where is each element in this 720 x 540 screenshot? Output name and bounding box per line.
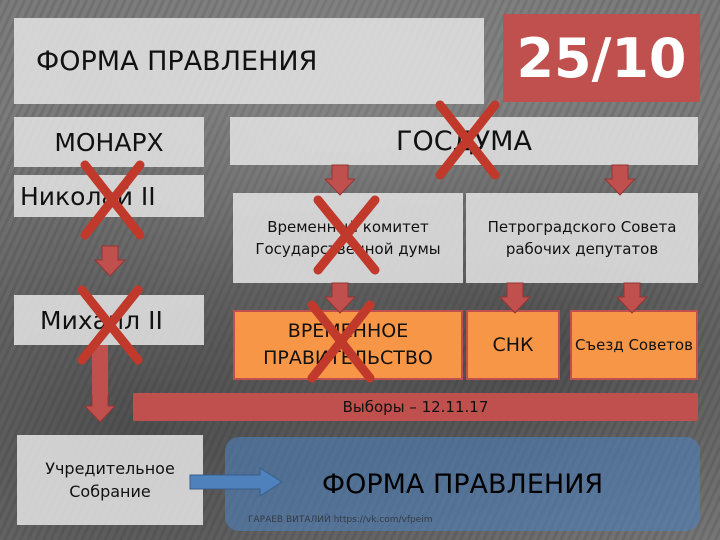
snk-label: СНК [492,334,534,356]
snk-box: СНК [466,310,560,380]
date-text: 25/10 [516,26,687,90]
watermark: ГАРАЕВ ВИТАЛИЙ https://vk.com/vfpeim [248,515,433,525]
duma-box: ГОСДУМА [230,117,698,165]
temp-committee-label: Временный комитет Государственной думы [255,217,441,259]
provisional-government-box: ВРЕМЕННОЕ ПРАВИТЕЛЬСТВО [233,310,463,380]
duma-label: ГОСДУМА [396,125,532,157]
congress-soviets-label: Съезд Советов [575,335,693,354]
constituent-assembly-box: Учредительное Собрание [17,435,203,525]
slide-title-text: ФОРМА ПРАВЛЕНИЯ [36,45,318,77]
slide-title: ФОРМА ПРАВЛЕНИЯ [14,18,484,104]
elections-label: Выборы – 12.11.17 [342,398,489,416]
nikolai-label: Николай II [20,181,156,211]
petrograd-soviet-label: Петроградского Совета рабочих депутатов [487,217,677,259]
congress-soviets-box: Съезд Советов [570,310,698,380]
elections-banner: Выборы – 12.11.17 [133,393,698,421]
constituent-assembly-label: Учредительное Собрание [45,458,175,501]
mikhail-label: Михаил II [40,305,163,335]
form-of-government-label: ФОРМА ПРАВЛЕНИЯ [321,468,604,500]
monarch-label: МОНАРХ [54,127,164,157]
mikhail-box: Михаил II [14,295,204,345]
petrograd-soviet-box: Петроградского Совета рабочих депутатов [466,193,698,283]
temp-committee-box: Временный комитет Государственной думы [233,193,463,283]
form-of-government-box: ФОРМА ПРАВЛЕНИЯ [225,437,700,531]
date-badge: 25/10 [503,14,700,102]
provisional-government-label: ВРЕМЕННОЕ ПРАВИТЕЛЬСТВО [263,320,433,369]
nikolai-box: Николай II [14,175,204,217]
monarch-box: МОНАРХ [14,117,204,167]
